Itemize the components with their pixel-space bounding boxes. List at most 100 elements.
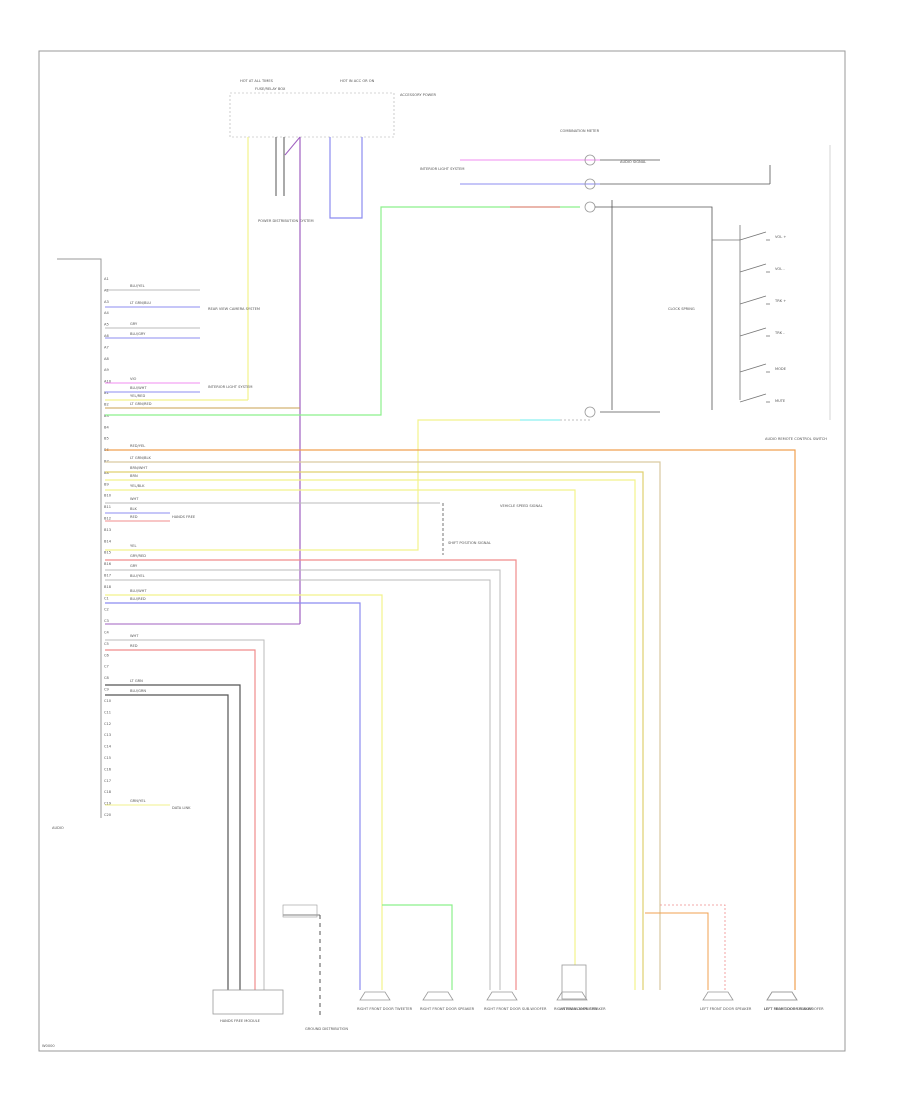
svg-text:HOT AT ALL TIMES: HOT AT ALL TIMES — [240, 79, 274, 83]
head-unit-pin: B16 — [104, 562, 112, 566]
combo-meter: COMBINATION METER INTERIOR LIGHT SYSTEM … — [420, 129, 771, 213]
speaker-name: LEFT FRONT DOOR SUB-WOOFER — [764, 1007, 824, 1011]
head-unit-pin: C13 — [104, 733, 111, 737]
head-unit-pin: A7 — [104, 345, 109, 349]
yellow-signal-wire — [105, 419, 520, 551]
head-unit-pin: C11 — [104, 710, 111, 714]
head-unit-name: AUDIO — [52, 826, 64, 830]
head-unit-pin: B2 — [104, 402, 109, 406]
wire-color-label: RED — [130, 515, 138, 519]
svg-text:ACCESSORY POWER: ACCESSORY POWER — [400, 93, 436, 97]
wire-color-label: BLU/GRY — [130, 332, 146, 336]
svg-text:AUDIO REMOTE CONTROL SWITCH: AUDIO REMOTE CONTROL SWITCH — [765, 437, 827, 441]
head-unit-pin: C16 — [104, 767, 112, 771]
head-unit-pin: A6 — [104, 334, 109, 338]
wire-color-label: BLU/YEL — [130, 574, 145, 578]
fuse-relay-box: HOT AT ALL TIMES HOT IN ACC OR ON FUSE/R… — [229, 79, 436, 223]
speaker: LEFT FRONT DOOR SPEAKER — [700, 991, 752, 1011]
wire-color-label: LT GRN — [130, 679, 143, 683]
diagram-border — [38, 50, 846, 1052]
head-unit-pin: C8 — [104, 676, 110, 680]
svg-text:REAR VIEW CAMERA SYSTEM: REAR VIEW CAMERA SYSTEM — [208, 307, 260, 311]
svg-text:POWER DISTRIBUTION SYSTEM: POWER DISTRIBUTION SYSTEM — [258, 219, 314, 223]
speaker-name: RIGHT FRONT DOOR SPEAKER — [420, 1007, 475, 1011]
antenna-label: ANTENNA AMPLIFIER — [560, 1007, 598, 1011]
switch-contact — [739, 295, 767, 305]
antenna-amplifier: ANTENNA AMPLIFIER — [560, 964, 598, 1011]
speaker-name: RIGHT FRONT DOOR SUB-WOOFER — [484, 1007, 547, 1011]
head-unit-pin: B1 — [104, 391, 109, 395]
wire-color-label: BLU/WHT — [130, 589, 147, 593]
fuse-box-wires — [247, 136, 363, 624]
head-unit-pin: B9 — [104, 482, 109, 486]
head-unit-pin: B4 — [104, 425, 109, 429]
head-unit-pin: B13 — [104, 528, 111, 532]
head-unit-pin: A4 — [104, 311, 109, 315]
wire-color-label: WHT — [130, 497, 139, 501]
head-unit-pin: C1 — [104, 596, 109, 600]
head-unit: AUDIO A1A2A3A4A5A6A7A8A9A10B1B2B3B4B5B6B… — [52, 258, 152, 830]
wire-color-label: BLU/WHT — [130, 386, 147, 390]
svg-text:VOL -: VOL - — [775, 267, 785, 271]
head-unit-pin: C19 — [104, 802, 112, 806]
head-unit-pin: C5 — [104, 642, 109, 646]
wire-color-label: BLK — [130, 507, 137, 511]
head-unit-pin: C14 — [104, 745, 112, 749]
head-unit-pin: C3 — [104, 619, 109, 623]
svg-text:FUSE/RELAY BOX: FUSE/RELAY BOX — [255, 87, 286, 91]
head-unit-pin: A9 — [104, 368, 109, 372]
head-unit-pin: B5 — [104, 437, 109, 441]
head-unit-pin: B18 — [104, 585, 112, 589]
svg-text:HANDS FREE: HANDS FREE — [172, 515, 196, 519]
side-labels: REAR VIEW CAMERA SYSTEM INTERIOR LIGHT S… — [105, 289, 543, 810]
switch-contact — [739, 327, 767, 337]
head-unit-pin: A1 — [104, 277, 109, 281]
svg-text:MODE: MODE — [775, 367, 787, 371]
svg-text:TRK +: TRK + — [774, 299, 786, 303]
steering-switch: AUDIO REMOTE CONTROL SWITCH VOL + VOL - … — [668, 145, 831, 441]
svg-text:CLOCK SPRING: CLOCK SPRING — [668, 307, 695, 311]
head-unit-pin: A5 — [104, 323, 109, 327]
wire-color-label: RED — [130, 644, 138, 648]
head-unit-pin: B3 — [104, 414, 109, 418]
footer-code: W0000 — [42, 1044, 55, 1048]
wire-color-label: GRN/YEL — [130, 799, 146, 803]
svg-text:SHIFT POSITION SIGNAL: SHIFT POSITION SIGNAL — [448, 541, 491, 545]
svg-text:VOL +: VOL + — [775, 235, 786, 239]
speaker: RIGHT FRONT DOOR SUB-WOOFER — [484, 991, 547, 1011]
head-unit-pin: B15 — [104, 551, 111, 555]
head-unit-pin: B8 — [104, 471, 109, 475]
wire-color-label: WHT — [130, 634, 139, 638]
wire-color-label: BLU/YEL — [130, 284, 145, 288]
svg-text:VEHICLE SPEED SIGNAL: VEHICLE SPEED SIGNAL — [500, 504, 543, 508]
wire-color-label: BRN/WHT — [130, 466, 148, 470]
svg-text:DATA LINK: DATA LINK — [172, 806, 191, 810]
hands-free-module: HANDS FREE MODULE GROUND DISTRIBUTION — [212, 904, 348, 1031]
head-unit-pin: C9 — [104, 688, 110, 692]
switch-contact — [739, 393, 767, 403]
head-unit-pin: C18 — [104, 790, 112, 794]
wire-color-label: RED/YEL — [130, 444, 145, 448]
wire-color-label: BLU/GRN — [130, 689, 146, 693]
head-unit-pin: B11 — [104, 505, 111, 509]
speaker: RIGHT FRONT DOOR SPEAKER — [420, 991, 475, 1011]
head-unit-pin: C12 — [104, 722, 111, 726]
head-unit-pin: A8 — [104, 357, 109, 361]
speaker-name: LEFT REAR DOOR SPEAKER — [764, 1007, 813, 1011]
head-unit-pin: B17 — [104, 574, 111, 578]
head-unit-pin: B10 — [104, 494, 112, 498]
wire-color-label: LT GRN/RED — [130, 402, 152, 406]
speaker-name: LEFT FRONT DOOR SPEAKER — [700, 1007, 752, 1011]
wire-color-label: LT GRN/BLU — [130, 301, 151, 305]
switch-contact — [739, 363, 767, 373]
speaker: LEFT REAR DOOR SPEAKER — [764, 991, 813, 1011]
speaker-name: RIGHT REAR DOOR SPEAKER — [554, 1007, 606, 1011]
svg-text:AUDIO SIGNAL: AUDIO SIGNAL — [620, 160, 646, 164]
head-unit-pin: C15 — [104, 756, 111, 760]
steering-ground-wire — [595, 206, 713, 410]
svg-text:COMBINATION METER: COMBINATION METER — [560, 129, 600, 133]
svg-text:INTERIOR LIGHT SYSTEM: INTERIOR LIGHT SYSTEM — [420, 167, 464, 171]
wire-color-label: VIO — [130, 377, 137, 381]
svg-text:TRK -: TRK - — [774, 331, 785, 335]
